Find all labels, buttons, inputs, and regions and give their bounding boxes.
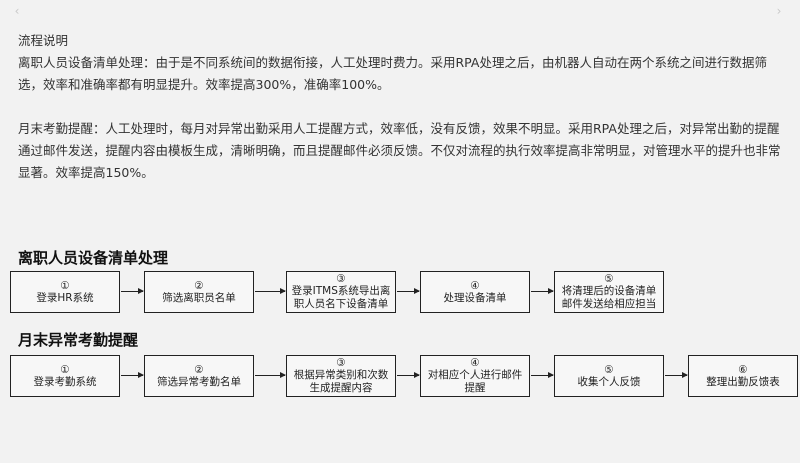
step-number: ④ xyxy=(470,279,480,292)
description-paragraph-attendance: 月末考勤提醒：人工处理时，每月对异常出勤采用人工提醒方式，效率低，没有反馈，效果… xyxy=(18,121,781,180)
step-number: ② xyxy=(194,363,204,376)
flow-step[interactable]: ⑤ 收集个人反馈 xyxy=(554,355,664,397)
step-number: ① xyxy=(60,279,70,292)
step-number: ① xyxy=(60,363,70,376)
step-number: ② xyxy=(194,279,204,292)
arrow-connector xyxy=(255,288,286,294)
arrow-connector xyxy=(531,288,554,294)
flow-step[interactable]: ⑤ 将清理后的设备清单邮件发送给相应担当 xyxy=(554,271,664,313)
chevron-left-icon[interactable]: ‹ xyxy=(14,4,20,18)
step-label: 登录ITMS系统导出离职人员名下设备清单 xyxy=(291,285,391,310)
step-number: ⑥ xyxy=(738,363,748,376)
flow-step[interactable]: ③ 登录ITMS系统导出离职人员名下设备清单 xyxy=(286,271,396,313)
step-label: 处理设备清单 xyxy=(443,291,507,304)
step-label: 筛选离职员名单 xyxy=(162,291,236,304)
top-bar: ‹ › xyxy=(0,0,800,24)
flow-attendance: ① 登录考勤系统 ② 筛选异常考勤名单 ③ 根据异常类别和次数生成提醒内容 ④ … xyxy=(10,355,800,397)
step-number: ③ xyxy=(336,357,346,369)
flow-step[interactable]: ⑥ 整理出勤反馈表 xyxy=(688,355,798,397)
arrow-connector xyxy=(255,372,286,378)
step-number: ③ xyxy=(336,273,346,285)
flow-title-offboarding: 离职人员设备清单处理 xyxy=(18,249,169,267)
arrow-connector xyxy=(397,372,420,378)
step-label: 对相应个人进行邮件提醒 xyxy=(427,369,523,394)
step-label: 登录考勤系统 xyxy=(33,375,97,388)
step-label: 收集个人反馈 xyxy=(577,375,641,388)
step-number: ⑤ xyxy=(604,273,614,285)
description-heading: 流程说明 xyxy=(18,33,69,48)
description-paragraph-offboarding: 离职人员设备清单处理：由于是不同系统间的数据衔接，人工处理时费力。采用RPA处理… xyxy=(18,55,767,92)
flow-title-attendance: 月末异常考勤提醒 xyxy=(18,331,139,349)
flow-step[interactable]: ② 筛选异常考勤名单 xyxy=(144,355,254,397)
flow-step[interactable]: ④ 对相应个人进行邮件提醒 xyxy=(420,355,530,397)
arrow-connector xyxy=(121,372,144,378)
flow-step[interactable]: ① 登录HR系统 xyxy=(10,271,120,313)
step-label: 筛选异常考勤名单 xyxy=(157,375,241,388)
arrow-connector xyxy=(665,372,688,378)
arrow-connector xyxy=(531,372,554,378)
step-label: 登录HR系统 xyxy=(36,291,94,304)
flow-offboarding: ① 登录HR系统 ② 筛选离职员名单 ③ 登录ITMS系统导出离职人员名下设备清… xyxy=(10,271,800,313)
process-description: 流程说明 离职人员设备清单处理：由于是不同系统间的数据衔接，人工处理时费力。采用… xyxy=(18,30,790,184)
step-number: ④ xyxy=(470,357,480,369)
flow-step[interactable]: ④ 处理设备清单 xyxy=(420,271,530,313)
chevron-right-icon[interactable]: › xyxy=(776,4,782,18)
step-label: 整理出勤反馈表 xyxy=(706,375,780,388)
arrow-connector xyxy=(397,288,420,294)
flow-step[interactable]: ② 筛选离职员名单 xyxy=(144,271,254,313)
step-label: 将清理后的设备清单邮件发送给相应担当 xyxy=(561,285,657,310)
step-label: 根据异常类别和次数生成提醒内容 xyxy=(293,369,389,394)
flow-step[interactable]: ③ 根据异常类别和次数生成提醒内容 xyxy=(286,355,396,397)
step-number: ⑤ xyxy=(604,363,614,376)
flow-step[interactable]: ① 登录考勤系统 xyxy=(10,355,120,397)
arrow-connector xyxy=(121,288,144,294)
